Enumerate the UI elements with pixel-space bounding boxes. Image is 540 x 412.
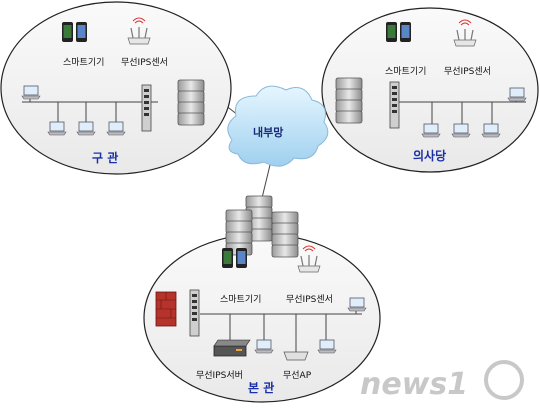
laptop-icon (317, 339, 337, 354)
device-label-sensor: 무선IPS센서 (121, 57, 168, 68)
ips-server-icon (213, 339, 251, 357)
laptop-icon (21, 85, 41, 100)
laptop-icon (421, 123, 441, 138)
device-label-sensor: 무선IPS센서 (286, 294, 333, 305)
device-label-ips-server: 무선IPS서버 (196, 370, 243, 381)
device-label-phone: 스마트기기 (220, 294, 261, 305)
laptop-icon (76, 121, 96, 136)
site-main-building: 스마트기기 무선IPS센서 무선IPS서버 무선AP (143, 195, 381, 403)
access-point-icon (283, 351, 309, 361)
laptop-icon (507, 87, 527, 102)
site-old-building: 스마트기기 무선IPS센서 구 관 (0, 1, 232, 175)
device-label-ap: 무선AP (283, 370, 312, 381)
watermark-text: news1 (360, 367, 468, 402)
laptop-icon (451, 123, 471, 138)
server-icon (271, 211, 299, 258)
device-label-phone: 스마트기기 (385, 66, 426, 77)
cloud-label: 내부망 (253, 125, 283, 139)
switch-icon (141, 84, 152, 132)
laptop-icon (47, 121, 67, 136)
laptop-icon (481, 123, 501, 138)
site-assembly-hall: 스마트기기 무선IPS센서 의사당 (321, 7, 539, 173)
switch-icon (189, 289, 200, 337)
device-label-phone: 스마트기기 (63, 57, 104, 68)
switch-icon (389, 81, 400, 129)
site-label: 본 관 (248, 380, 274, 395)
news1-watermark: news1 (360, 360, 524, 402)
firewall-icon (155, 291, 177, 327)
laptop-icon (347, 297, 367, 312)
internal-network-cloud: 내부망 (227, 85, 329, 167)
site-label: 구 관 (92, 150, 118, 165)
laptop-icon (106, 121, 126, 136)
server-icon (335, 77, 363, 124)
device-label-sensor: 무선IPS센서 (444, 66, 491, 77)
server-icon (177, 79, 205, 126)
site-label: 의사당 (413, 148, 446, 163)
laptop-icon (254, 339, 274, 354)
